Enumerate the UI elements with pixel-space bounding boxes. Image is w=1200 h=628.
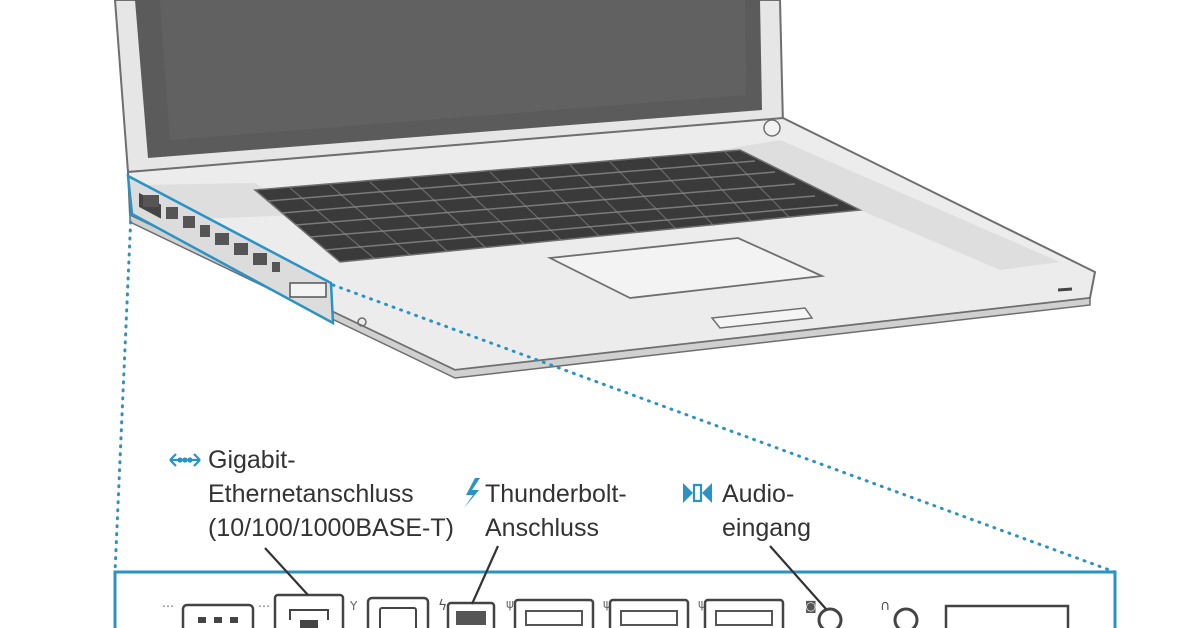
svg-text:◙: ◙	[805, 599, 817, 613]
ethernet-label-line2: Ethernetanschluss	[208, 480, 414, 508]
svg-text:ψ: ψ	[698, 597, 706, 611]
sleep-indicator	[1057, 287, 1073, 292]
power-port	[181, 603, 255, 628]
thunderbolt-icon	[464, 478, 480, 508]
zoom-guide-lines	[113, 212, 1117, 574]
ethernet-icon	[169, 453, 201, 467]
usb-port-1	[513, 598, 595, 628]
svg-text:⋯: ⋯	[258, 599, 270, 613]
audio-in-label-line1: Audio-	[722, 480, 795, 508]
audio-in-icon	[683, 483, 712, 503]
laptop-display	[113, 0, 785, 174]
usb-port-2	[608, 598, 690, 628]
ethernet-callout-label: Gigabit- Ethernetanschluss (10/100/1000B…	[208, 443, 454, 545]
side-ports-highlight	[126, 173, 335, 326]
usb-port-3	[703, 598, 785, 628]
svg-text:ψ: ψ	[603, 597, 611, 611]
leader-lines	[264, 545, 827, 610]
ethernet-label-line1: Gigabit-	[208, 446, 296, 474]
expresscard-slot	[944, 604, 1070, 628]
side-screw	[357, 317, 367, 327]
zoomed-port-panel: ⋯ ⋯ Y ϟ ψ ψ ψ ◙ ∩	[113, 570, 1117, 628]
power-button	[763, 119, 781, 137]
ethernet-port	[273, 593, 345, 628]
headphone-port	[893, 607, 919, 628]
audio-in-port	[817, 607, 843, 628]
thunderbolt-label-line1: Thunderbolt-	[485, 480, 627, 508]
audio-in-callout-label: Audio- eingang	[722, 477, 811, 545]
ethernet-label-line3: (10/100/1000BASE-T)	[208, 514, 454, 542]
thunderbolt-label-line2: Anschluss	[485, 514, 599, 542]
firewire-port	[366, 596, 430, 628]
thunderbolt-callout-label: Thunderbolt- Anschluss	[485, 477, 627, 545]
svg-text:∩: ∩	[880, 598, 890, 614]
latch	[710, 307, 814, 329]
svg-text:ψ: ψ	[506, 597, 514, 611]
trackpad	[546, 237, 826, 299]
svg-text:⋯: ⋯	[162, 599, 174, 613]
svg-text:ϟ: ϟ	[438, 598, 447, 614]
audio-in-label-line2: eingang	[722, 514, 811, 542]
svg-text:Y: Y	[349, 599, 358, 613]
keyboard	[253, 149, 863, 263]
